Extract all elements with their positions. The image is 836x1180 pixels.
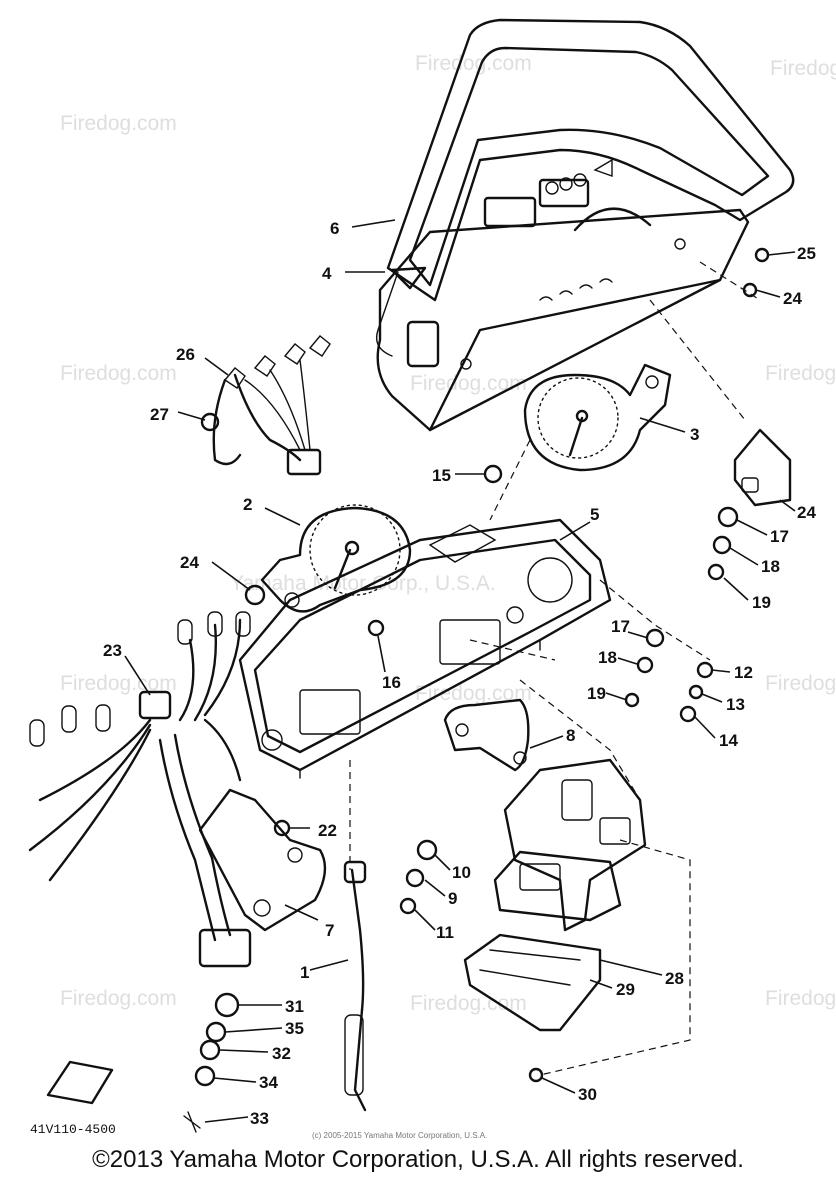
watermark: Firedog.com xyxy=(410,372,527,395)
watermark: Firedog.com xyxy=(415,52,532,75)
callout-10: 10 xyxy=(452,863,471,882)
speedo-cable xyxy=(343,860,367,1112)
watermark: Firedog.com xyxy=(770,57,836,80)
callout-4: 4 xyxy=(322,264,332,283)
callout-12: 12 xyxy=(734,663,753,682)
callout-17: 17 xyxy=(770,527,789,546)
center-watermark: Yamaha Motor Corp., U.S.A. xyxy=(230,572,496,595)
callout-8: 8 xyxy=(566,726,575,745)
bracket-8 xyxy=(443,698,530,772)
gauge-3 xyxy=(523,363,672,472)
callout-17b: 17 xyxy=(611,617,630,636)
callout-9: 9 xyxy=(448,889,457,908)
switch-23 xyxy=(733,428,792,507)
callout-24: 24 xyxy=(783,289,802,308)
callout-33: 33 xyxy=(250,1109,269,1128)
callout-layer: 6 4 3 2 5 26 27 15 24 16 23 22 7 8 10 9 … xyxy=(103,219,816,1128)
indicator-unit xyxy=(463,758,647,1032)
callout-32: 32 xyxy=(272,1044,291,1063)
callout-25: 25 xyxy=(797,244,816,263)
callout-29: 29 xyxy=(616,980,635,999)
callout-19: 19 xyxy=(752,593,771,612)
watermark: Firedog.com xyxy=(765,987,836,1010)
callout-5: 5 xyxy=(590,505,599,524)
callout-21: 23 xyxy=(103,641,122,660)
watermark: Firedog.com xyxy=(60,672,177,695)
callout-3: 3 xyxy=(690,425,699,444)
watermark: Firedog.com xyxy=(410,992,527,1015)
watermark: Firedog.com xyxy=(60,112,177,135)
small-copyright: (c) 2005-2015 Yamaha Motor Corporation, … xyxy=(312,1131,488,1140)
fwd-badge: FWD xyxy=(46,1060,114,1105)
callout-15: 15 xyxy=(432,466,451,485)
callout-6: 6 xyxy=(330,219,339,238)
callout-18: 18 xyxy=(761,557,780,576)
reference-lines xyxy=(349,261,761,1076)
callout-35: 35 xyxy=(285,1019,304,1038)
callout-31: 31 xyxy=(285,997,304,1016)
watermark: Firedog.com xyxy=(60,987,177,1010)
callout-22: 24 xyxy=(180,553,199,572)
callout-1: 1 xyxy=(300,963,309,982)
diagram-code: 41V110-4500 xyxy=(30,1122,116,1137)
watermark: Firedog.com xyxy=(765,362,836,385)
watermark: Firedog.com xyxy=(765,672,836,695)
callout-14: 14 xyxy=(719,731,738,750)
wire-harness xyxy=(28,611,252,968)
gauge-2 xyxy=(260,504,412,613)
watermark-layer: Firedog.com Firedog.com Firedog.com Fire… xyxy=(60,52,836,1015)
watermark: Firedog.com xyxy=(60,362,177,385)
socket-harness xyxy=(212,335,331,476)
callout-11: 11 xyxy=(436,923,454,942)
lower-case xyxy=(238,518,612,779)
callout-7: 7 xyxy=(325,921,334,940)
badge-label: FWD xyxy=(72,1080,93,1090)
callout-13: 13 xyxy=(726,695,745,714)
watermark: Firedog.com xyxy=(415,682,532,705)
copyright-notice: ©2013 Yamaha Motor Corporation, U.S.A. A… xyxy=(92,1146,744,1173)
callout-23: 24 xyxy=(797,503,816,522)
upper-case xyxy=(376,158,750,432)
callout-18b: 18 xyxy=(598,648,617,667)
stay-7 xyxy=(198,788,327,932)
callout-28: 28 xyxy=(665,969,684,988)
callout-26: 26 xyxy=(176,345,195,364)
callout-19b: 19 xyxy=(587,684,606,703)
callout-27: 27 xyxy=(150,405,169,424)
meter-cover xyxy=(375,18,795,357)
callout-16: 16 xyxy=(382,673,401,692)
callout-20: 22 xyxy=(318,821,337,840)
leader-lines xyxy=(124,219,796,1123)
callout-34: 34 xyxy=(259,1073,278,1092)
callout-2: 2 xyxy=(243,495,252,514)
callout-30: 30 xyxy=(578,1085,597,1104)
